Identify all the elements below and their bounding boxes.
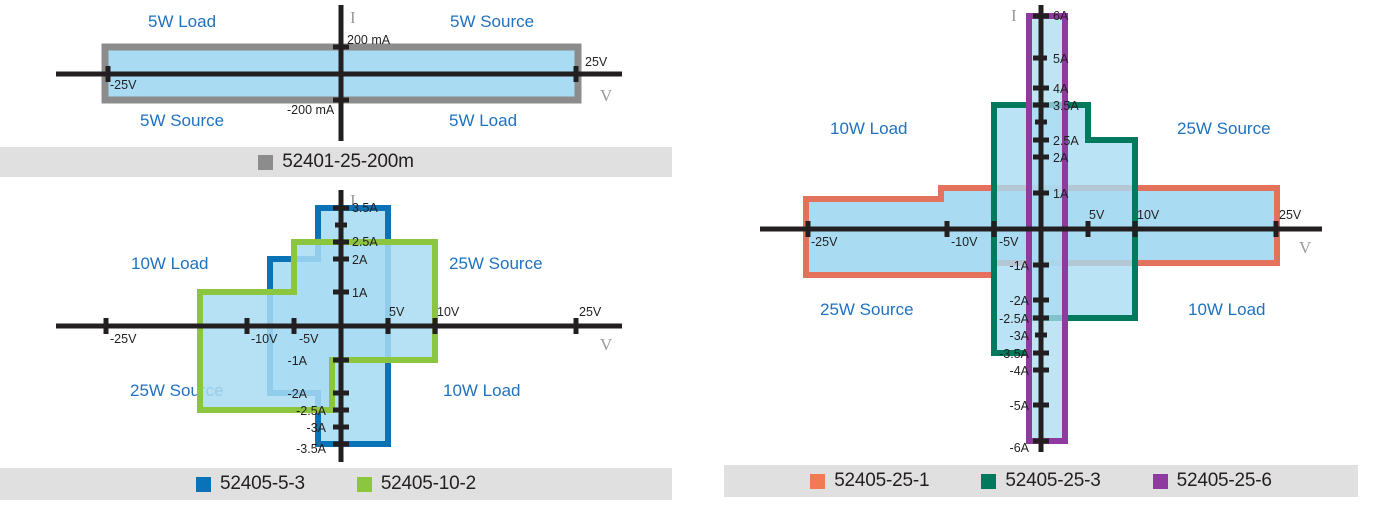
legend-swatch-52405-25-1 [810, 473, 826, 489]
tick-label-2a: 2A [1053, 151, 1069, 165]
tick-label-25v: 25V [1279, 208, 1302, 222]
tick-label-5v: 5V [389, 305, 405, 319]
tick-label-2a: 2A [352, 253, 368, 267]
legend-label-52405-10-2: 52405-10-2 [380, 473, 477, 494]
tick-label-5v: 5V [1089, 208, 1105, 222]
tick-label-neg1a: -1A [288, 354, 308, 368]
tick-label-neg25v: -25V [110, 332, 137, 346]
plot-area-52401 [0, 0, 672, 145]
chart-panel-52401: 5W Load 5W Source 5W Source 5W Load I V … [0, 0, 672, 180]
quadrant-label-top-left: 10W Load [131, 254, 209, 273]
legend-swatch-52405-5-3 [195, 476, 211, 492]
legend-52405-5-10: 52405-5-3 52405-10-2 [0, 468, 672, 500]
axis-name-current: I [350, 191, 356, 210]
legend-label-52405-25-1: 52405-25-1 [834, 470, 930, 491]
tick-label-neg3p5a: -3.5A [296, 442, 327, 456]
tick-label-neg10v: -10V [251, 332, 278, 346]
legend-item-52401-25-200m[interactable]: 52401-25-200m [258, 151, 414, 173]
legend-label-52405-25-3: 52405-25-3 [1005, 470, 1101, 491]
tick-label-25v: 25V [585, 55, 608, 69]
legend-label-52405-25-6: 52405-25-6 [1176, 470, 1272, 491]
tick-label-neg25v: -25V [110, 78, 137, 92]
quadrant-label-top-left: 5W Load [148, 12, 217, 31]
iv-plot-52401 [56, 5, 622, 141]
tick-label-neg5v: -5V [299, 332, 319, 346]
tick-label-4a: 4A [1053, 82, 1069, 96]
quadrant-label-bottom-right: 10W Load [1188, 300, 1266, 319]
tick-label-3p5a: 3.5A [1053, 99, 1079, 113]
axis-name-voltage: V [1299, 238, 1312, 257]
legend-52405-25: 52405-25-1 52405-25-3 52405-25-6 [724, 465, 1358, 497]
tick-label-neg2a: -2A [1010, 294, 1030, 308]
legend-item-52405-10-2[interactable]: 52405-10-2 [356, 473, 477, 495]
tick-label-neg25v: -25V [811, 235, 838, 249]
tick-label-3p5a: 3.5A [352, 201, 378, 215]
axis-name-current: I [1011, 6, 1017, 25]
quadrant-label-bottom-left: 25W Source [820, 300, 914, 319]
tick-label-neg2p5a: -2.5A [999, 312, 1030, 326]
tick-label-neg4a: -4A [1010, 364, 1030, 378]
legend-52401: 52401-25-200m [0, 147, 672, 177]
legend-label-52401-25-200m: 52401-25-200m [282, 151, 414, 172]
iv-plot-52405-5-10: 3.5A 2.5A 2A 1A -1A -2A -2.5A -3A -3.5A … [56, 190, 622, 462]
legend-item-52405-25-3[interactable]: 52405-25-3 [981, 470, 1101, 492]
legend-swatch-52401-25-200m [258, 154, 274, 170]
tick-label-5a: 5A [1053, 52, 1069, 66]
tick-label-10v: 10V [437, 305, 460, 319]
tick-label-1a: 1A [1053, 187, 1069, 201]
quadrant-label-bottom-right: 5W Load [449, 111, 518, 130]
axis-name-voltage: V [600, 86, 613, 105]
tick-label-neg6a: -6A [1010, 441, 1030, 455]
tick-label-neg10v: -10V [951, 235, 978, 249]
plot-area-52405-25: 6A 5A 4A 3.5A 2.5A 2A 1A -1A -2A -2.5A -… [700, 0, 1379, 460]
chart-panel-52405-25: 10W Load 25W Source 25W Source 10W Load … [700, 0, 1379, 507]
tick-label-neg1a: -1A [1010, 259, 1030, 273]
legend-swatch-52405-25-3 [981, 473, 997, 489]
quadrant-label-bottom-left: 5W Source [140, 111, 225, 130]
tick-label-neg5v: -5V [999, 235, 1019, 249]
quadrant-label-top-right: 25W Source [449, 254, 543, 273]
tick-label-6a: 6A [1053, 9, 1069, 23]
tick-label-2p5a: 2.5A [352, 235, 378, 249]
plot-area-52405-5-10: 3.5A 2.5A 2A 1A -1A -2A -2.5A -3A -3.5A … [0, 185, 672, 467]
legend-swatch-52405-10-2 [356, 476, 372, 492]
iv-plot-52405-25: 6A 5A 4A 3.5A 2.5A 2A 1A -1A -2A -2.5A -… [760, 5, 1322, 455]
axis-name-voltage: V [600, 335, 613, 354]
legend-swatch-52405-25-6 [1152, 473, 1168, 489]
tick-label-neg200ma: -200 mA [287, 103, 335, 117]
tick-label-neg3a: -3A [1010, 329, 1030, 343]
legend-item-52405-25-1[interactable]: 52405-25-1 [810, 470, 930, 492]
quadrant-label-top-right: 5W Source [450, 12, 535, 31]
legend-label-52405-5-3: 52405-5-3 [219, 473, 305, 494]
tick-label-10v: 10V [1137, 208, 1160, 222]
tick-label-neg5a: -5A [1010, 399, 1030, 413]
quadrant-label-top-right: 25W Source [1177, 119, 1271, 138]
tick-label-25v: 25V [579, 305, 602, 319]
quadrant-label-top-left: 10W Load [830, 119, 908, 138]
tick-label-neg3p5a: -3.5A [999, 347, 1030, 361]
tick-label-neg2a: -2A [288, 387, 308, 401]
axis-name-current: I [350, 8, 356, 27]
quadrant-label-bottom-right: 10W Load [443, 381, 521, 400]
tick-label-neg3a: -3A [307, 421, 327, 435]
legend-item-52405-25-6[interactable]: 52405-25-6 [1152, 470, 1272, 492]
legend-item-52405-5-3[interactable]: 52405-5-3 [195, 473, 305, 495]
tick-label-1a: 1A [352, 286, 368, 300]
tick-label-neg2p5a: -2.5A [296, 404, 327, 418]
tick-label-200ma: 200 mA [347, 33, 391, 47]
tick-label-2p5a: 2.5A [1053, 134, 1079, 148]
chart-panel-52405-5-10: 10W Load 25W Source 25W Source 10W Load … [0, 185, 672, 507]
